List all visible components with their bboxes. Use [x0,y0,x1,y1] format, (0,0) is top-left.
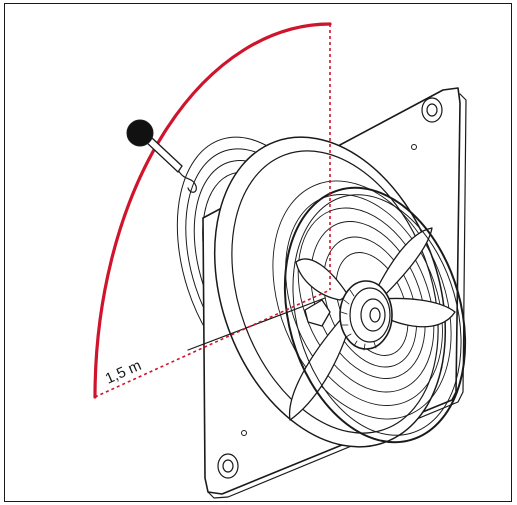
axial-fan-illustration [176,87,467,499]
guard-strut [187,297,326,351]
measurement-arc [93,22,332,399]
shroud-rim-inner [292,194,462,436]
mounting-plate-edge [207,93,467,499]
microphone-icon [126,119,197,193]
diagonal-radius-line [94,289,331,398]
shroud-rim [283,186,467,444]
inlet-ring-inner [231,150,439,434]
motor-hub [304,280,393,351]
distance-label: 1,5 m [103,357,144,388]
